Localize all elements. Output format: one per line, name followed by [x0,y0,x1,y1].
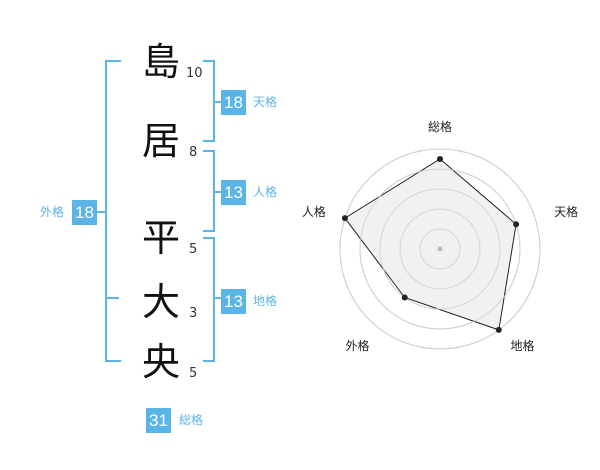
radar-ring-overlay-1 [419,228,461,270]
surname-strokes-1: 10 [186,66,203,81]
radar-series-area [344,158,517,331]
surname-char-2: 居 [141,119,180,163]
soukaku-label: 総格 [179,413,204,427]
radar-axis-label-2: 天格 [554,204,578,219]
given-char-3: 央 [141,340,180,384]
radar-point-4 [401,294,408,301]
given-strokes-2: 3 [189,306,198,321]
chikaku-value: 13 [221,289,246,314]
radar-ring-overlay-2 [399,208,481,290]
surname-strokes-2: 8 [189,145,198,160]
gaikaku-value: 18 [72,200,97,225]
chikaku-bracket-tick [213,297,221,299]
gaikaku-label: 外格 [40,205,65,219]
tenkaku-value: 18 [221,90,246,115]
soukaku-value: 31 [146,408,171,433]
given-char-2: 大 [141,280,180,324]
radar-ring-overlay-3 [379,188,501,310]
jinkaku-value: 13 [221,180,246,205]
gaikaku-bracket-tick [95,211,106,213]
tenkaku-bracket-tick [213,101,221,103]
radar-axis-label-4: 外格 [345,338,369,353]
tenkaku-label: 天格 [253,95,278,109]
surname-char-1: 島 [141,40,180,84]
radar-ring-overlay-5 [339,148,541,350]
given-strokes-1: 5 [189,242,198,257]
given-strokes-3: 5 [189,366,198,381]
radar-point-3 [495,326,502,333]
radar-axis-label-5: 人格 [302,204,326,219]
chikaku-bracket [203,237,215,362]
radar-point-1 [437,156,443,162]
radar-point-5 [341,215,348,222]
chikaku-label: 地格 [253,294,278,308]
gaikaku-bracket [105,60,121,362]
radar-axis-label-3: 地格 [511,338,535,353]
radar-ring-overlay-4 [359,168,521,330]
jinkaku-label: 人格 [253,185,278,199]
radar-axis-label-1: 総格 [428,119,452,134]
gaikaku-bracket-divider [105,297,119,299]
radar-point-2 [513,221,520,228]
jinkaku-bracket-tick [213,191,221,193]
radar-center-dot [437,246,443,252]
given-char-1: 平 [141,216,180,260]
